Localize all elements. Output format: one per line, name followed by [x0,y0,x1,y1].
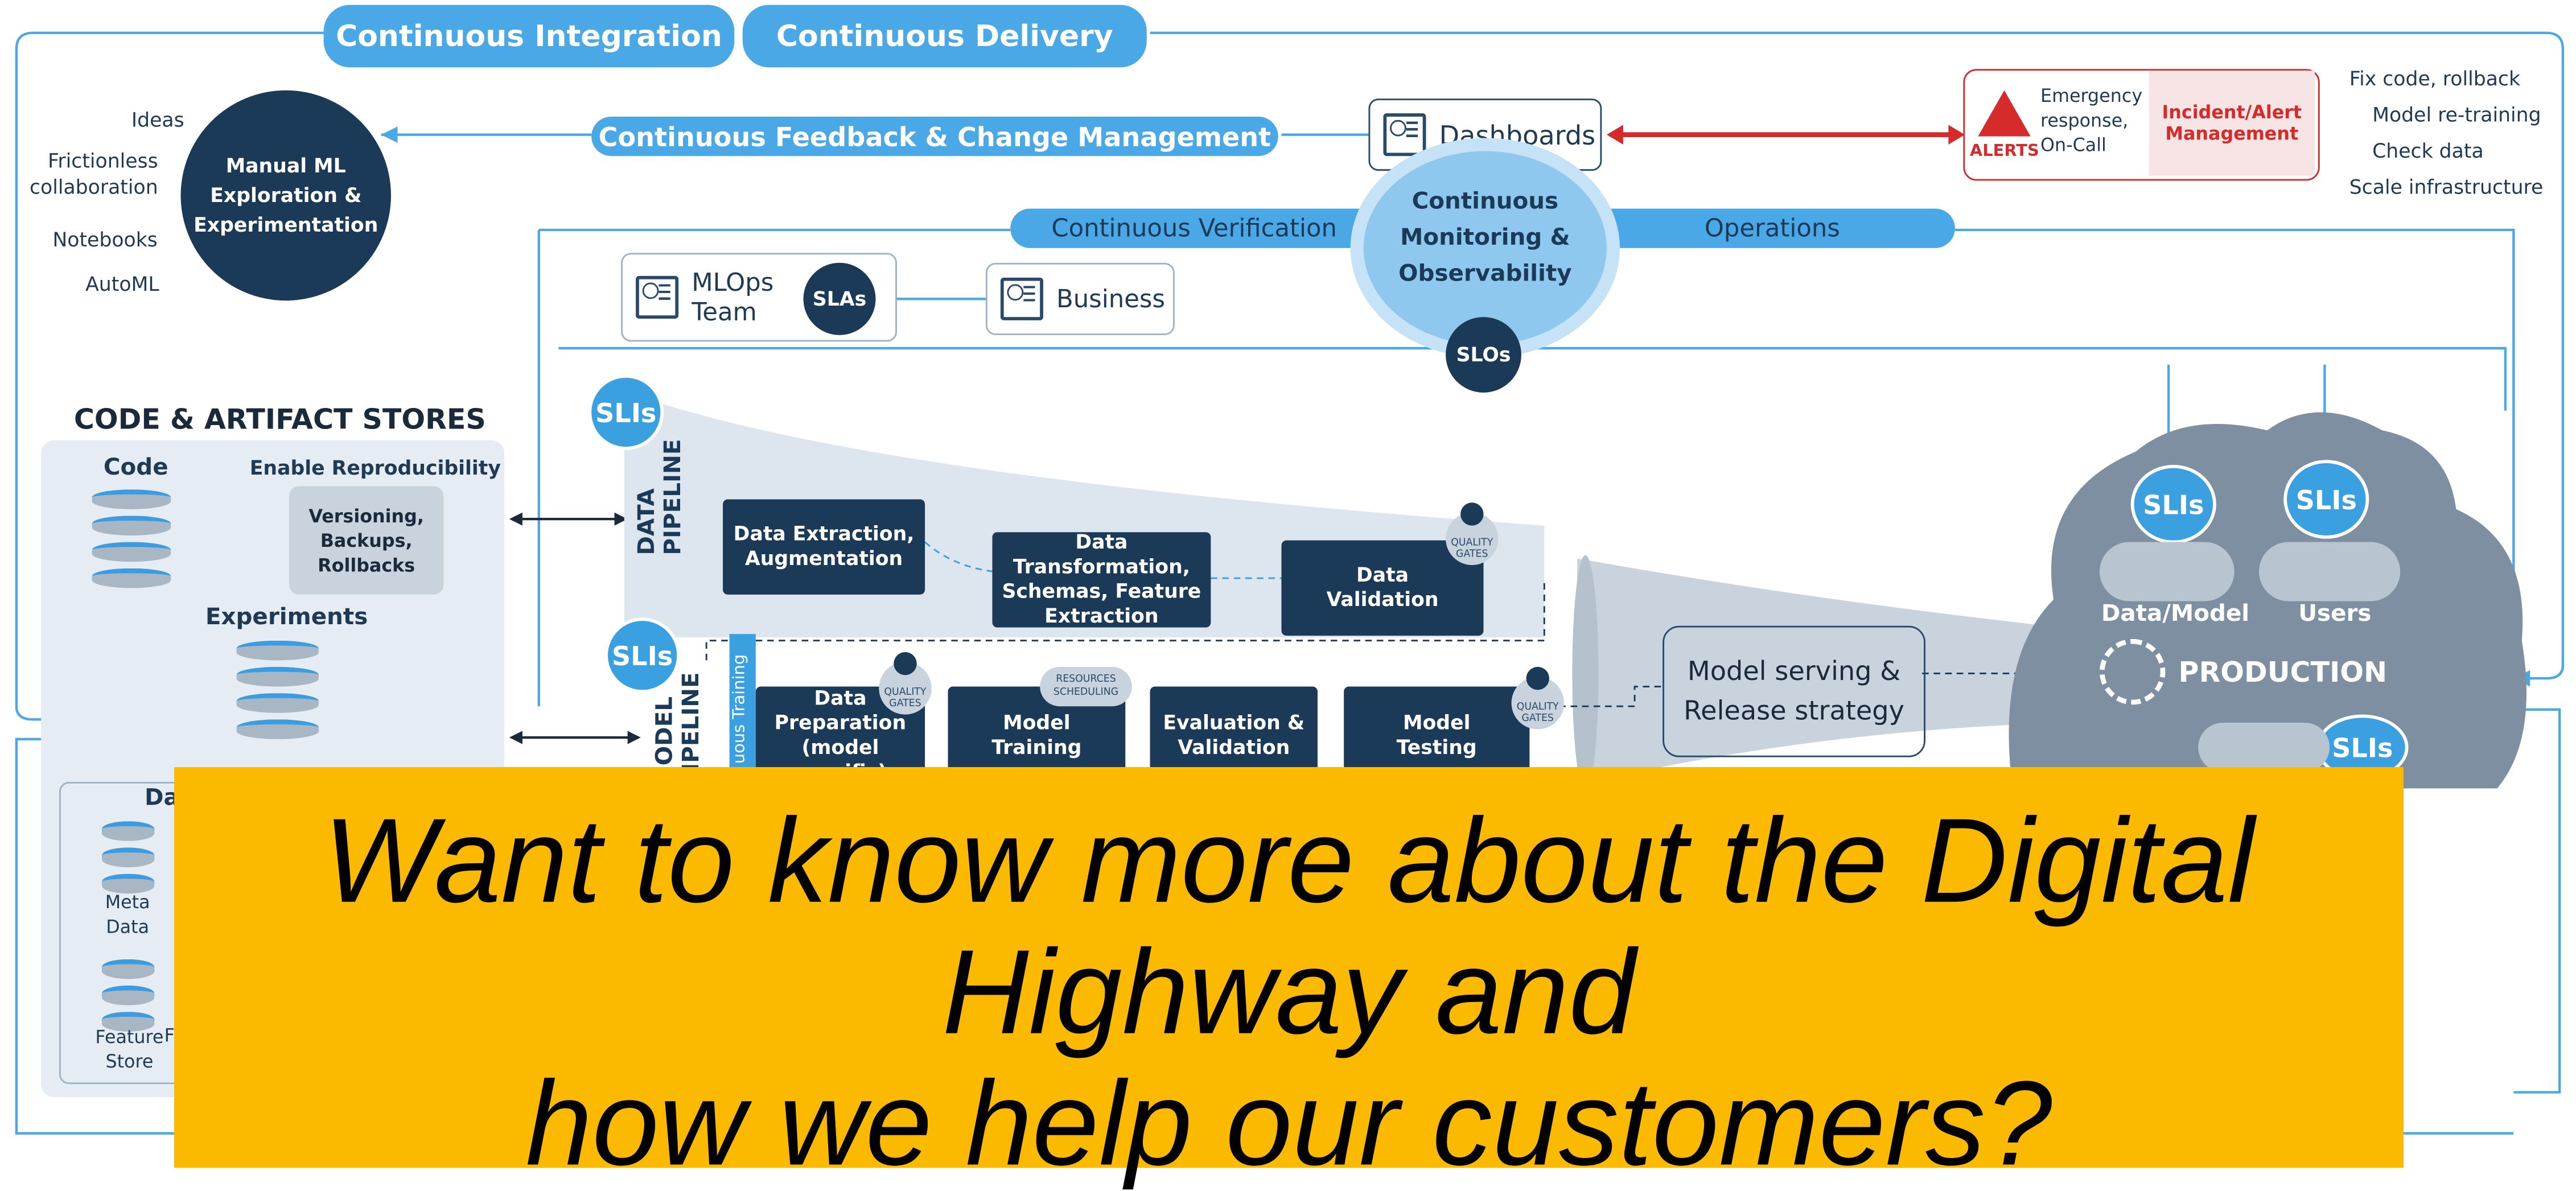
sli-data-model: SLIs [2130,464,2216,544]
alert-actions: Fix code, rollback Model re-training Che… [2349,67,2544,199]
business-box: Business [985,262,1175,335]
code-database-icon [92,489,171,595]
verification-label: Continuous Verification [1051,213,1337,244]
data-model-label: Data/Model [2101,601,2250,628]
metadata-database-icon [101,821,155,900]
gear-icon [2099,638,2166,705]
ideas-label: Ideas [131,108,184,131]
production-label: PRODUCTION [2178,657,2388,690]
business-label: Business [1056,284,1165,314]
continuous-training-strip [729,634,756,767]
cta-text: Want to know more about the Digital High… [323,795,2254,1191]
alert-bell-icon [1978,90,2031,137]
team-dashboard-icon [636,275,679,319]
sli-users: SLIs [2283,460,2369,539]
code-label: Code [103,455,168,481]
versioning-box: Versioning,Backups,Rollbacks [289,486,444,595]
continuous-training-label: uous Training [731,654,750,764]
operations-label: Operations [1704,213,1840,244]
sli-data-pipeline: SLIs [588,374,664,450]
continuous-delivery-pill: Continuous Delivery [742,5,1147,68]
data-store-label: Da [145,785,179,811]
sli-model-pipeline: SLIs [604,617,681,694]
notebooks-label: Notebooks [52,228,158,252]
monitoring-circle [1363,151,1607,345]
cta-banner[interactable]: Want to know more about the Digital High… [174,766,2404,1190]
stores-title: CODE & ARTIFACT STORES [73,404,486,437]
reproducibility-label: Enable Reproducibility [249,456,501,480]
automl-label: AutoML [85,273,159,296]
alerts-badge: ALERTS [1969,143,2039,161]
experiments-database-icon [236,640,319,746]
experiments-label: Experiments [205,604,368,631]
business-dashboard-icon [1000,277,1043,320]
data-model-cloud-icon [2099,542,2235,601]
slas-circle: SLAs [803,262,876,335]
users-label: Users [2298,601,2372,628]
model-serving-box: Model serving &Release strategy [1663,625,1925,757]
feature-store-database-icon [101,959,155,1038]
dashboards-label: Dashboards [1439,119,1596,151]
slos-circle: SLOs [1446,317,1521,393]
users-cloud-icon [2258,542,2401,601]
data-extraction-box: Data Extraction,Augmentation [723,499,925,595]
continuous-integration-pill: Continuous Integration [323,5,735,68]
feedback-pill: Continuous Feedback & Change Management [591,116,1278,156]
infrastructure-cloud-icon [2198,723,2330,772]
dashboard-icon [1383,113,1426,156]
feature-partial-label: F [164,1025,175,1046]
